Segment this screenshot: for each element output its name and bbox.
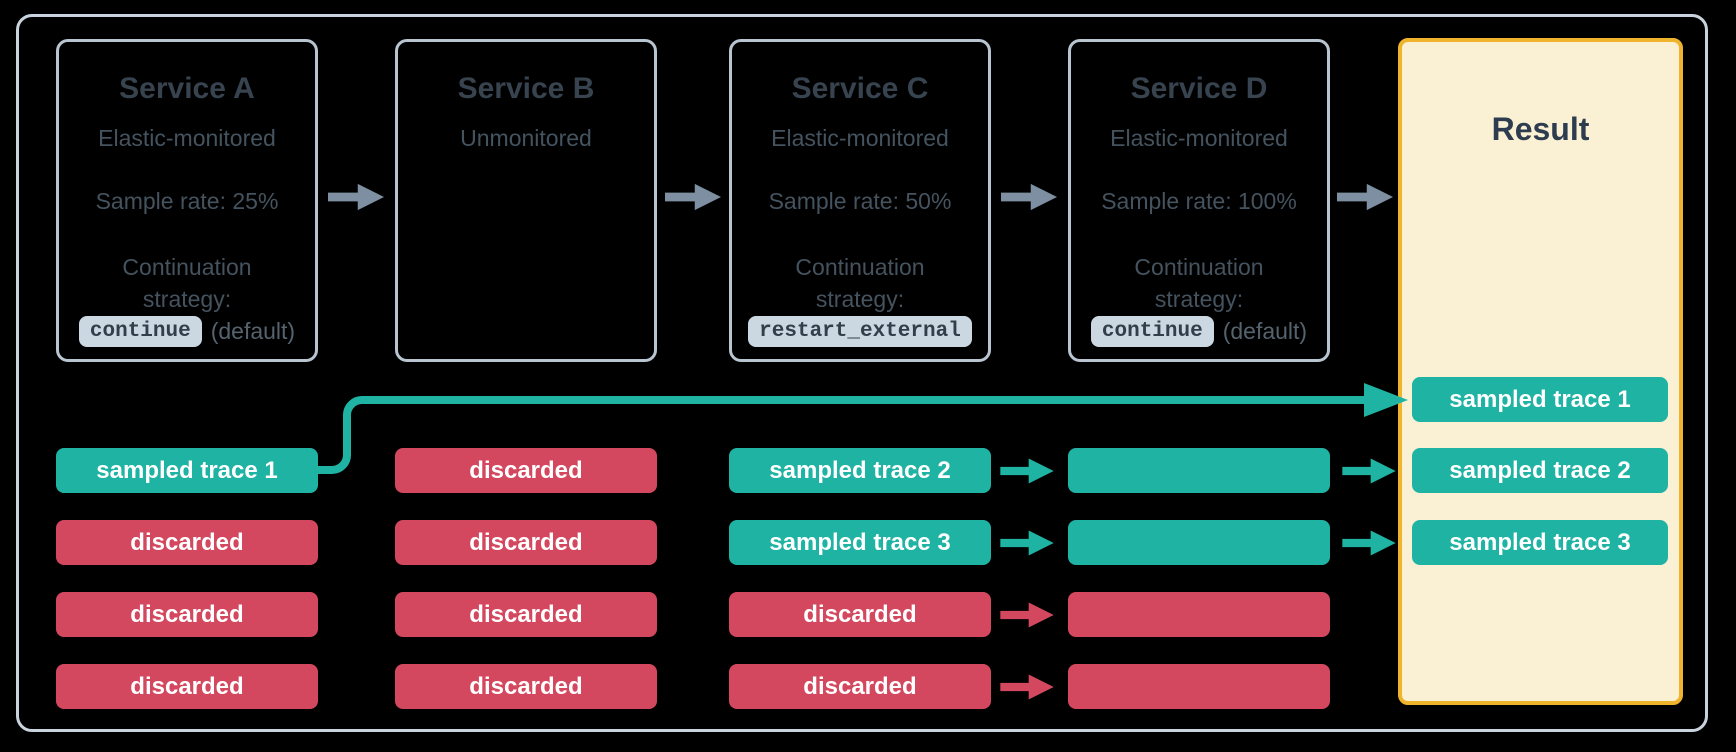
flow-arrow-c-to-d-icon — [1001, 183, 1057, 211]
service-d-subtitle: Elastic-monitored — [1110, 125, 1288, 151]
service-c-strategy-label: strategy: — [815, 286, 905, 312]
trace-pill: sampled trace 2 — [729, 448, 991, 493]
result-box: Result — [1398, 38, 1683, 705]
service-c-sample-rate: Sample rate: 50% — [768, 188, 952, 214]
result-trace-pill: sampled trace 3 — [1412, 520, 1668, 565]
service-d-title: Service D — [1130, 72, 1268, 105]
service-d-strategy-label: strategy: — [1154, 286, 1244, 312]
trace-pill: sampled trace 1 — [56, 448, 318, 493]
service-d-strategy-chip: continue — [1090, 315, 1214, 347]
service-a-box: Service A Elastic-monitored Sample rate:… — [56, 39, 318, 362]
result-trace-pill: sampled trace 1 — [1412, 377, 1668, 422]
service-d-strategy-default-note: (default) — [1222, 317, 1308, 344]
service-c-title: Service C — [791, 72, 929, 105]
flow-arrow-b-to-c-icon — [665, 183, 721, 211]
service-c-box: Service C Elastic-monitored Sample rate:… — [729, 39, 991, 362]
trace-pill: sampled trace 3 — [729, 520, 991, 565]
service-b-title: Service B — [457, 72, 595, 105]
service-a-subtitle: Elastic-monitored — [98, 125, 276, 151]
trace-arrow-c-to-d-row1-icon — [1000, 458, 1054, 484]
trace-pill: discarded — [56, 664, 318, 709]
service-a-strategy-row: continue (default) — [59, 311, 315, 351]
service-a-continuation-label: Continuation — [122, 254, 252, 280]
trace-arrow-c-to-d-row3-icon — [1000, 602, 1054, 628]
trace-pill-empty — [1068, 448, 1330, 493]
trace-pill-empty — [1068, 664, 1330, 709]
service-b-subtitle: Unmonitored — [460, 125, 592, 151]
trace-pill: discarded — [395, 664, 657, 709]
trace-arrow-c-to-d-row4-icon — [1000, 674, 1054, 700]
service-d-sample-rate: Sample rate: 100% — [1101, 188, 1297, 214]
service-b-box: Service B Unmonitored — [395, 39, 657, 362]
service-d-continuation-label: Continuation — [1134, 254, 1264, 280]
trace-arrow-d-to-result-row1-icon — [1342, 458, 1396, 484]
service-c-subtitle: Elastic-monitored — [771, 125, 949, 151]
service-d-box: Service D Elastic-monitored Sample rate:… — [1068, 39, 1330, 362]
result-trace-pill: sampled trace 2 — [1412, 448, 1668, 493]
trace-pill: discarded — [56, 592, 318, 637]
service-c-strategy-chip: restart_external — [748, 315, 972, 347]
service-a-title: Service A — [119, 72, 255, 105]
flow-arrow-d-to-result-icon — [1337, 183, 1393, 211]
trace-pill: discarded — [395, 448, 657, 493]
trace-pill: discarded — [729, 592, 991, 637]
trace-pill: discarded — [395, 592, 657, 637]
service-a-strategy-label: strategy: — [142, 286, 232, 312]
service-d-strategy-row: continue (default) — [1071, 311, 1327, 351]
diagram-outer-frame — [16, 14, 1708, 732]
result-title: Result — [1491, 111, 1590, 147]
trace-pill: discarded — [56, 520, 318, 565]
service-c-continuation-label: Continuation — [795, 254, 925, 280]
service-a-strategy-default-note: (default) — [210, 317, 296, 344]
trace-pill: discarded — [729, 664, 991, 709]
service-a-strategy-chip: continue — [78, 315, 202, 347]
service-a-sample-rate: Sample rate: 25% — [95, 188, 279, 214]
trace-pill: discarded — [395, 520, 657, 565]
trace-pill-empty — [1068, 520, 1330, 565]
trace-arrow-d-to-result-row2-icon — [1342, 530, 1396, 556]
trace-arrow-c-to-d-row2-icon — [1000, 530, 1054, 556]
trace-pill-empty — [1068, 592, 1330, 637]
flow-arrow-a-to-b-icon — [328, 183, 384, 211]
service-c-strategy-row: restart_external — [732, 311, 988, 351]
